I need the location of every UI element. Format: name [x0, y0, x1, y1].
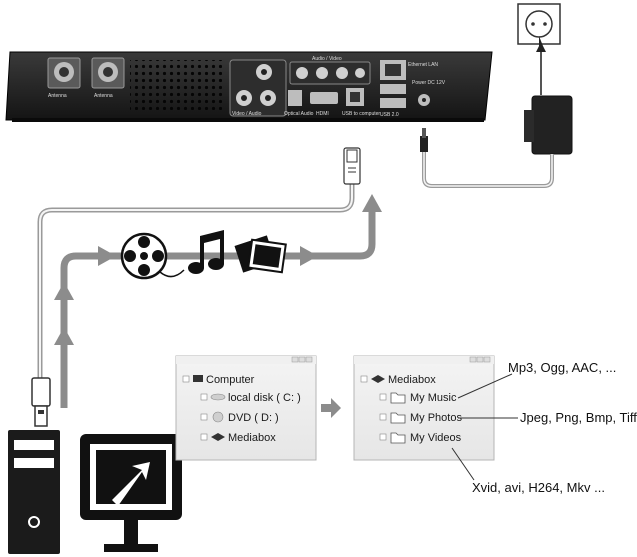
hdmi-label: HDMI: [316, 111, 329, 117]
expand-icon[interactable]: [200, 393, 208, 401]
vent-grid: [130, 60, 222, 110]
usb-plug-icon: [31, 377, 51, 427]
computer-icon: [193, 375, 203, 382]
folder-icon: [390, 392, 406, 404]
music-formats-annotation: Mp3, Ogg, AAC, ...: [508, 360, 616, 375]
tree-item-dvd[interactable]: DVD ( D: ): [228, 412, 279, 424]
mediabox-icon: [371, 375, 385, 383]
leader-music: [457, 373, 513, 399]
explorer-window-left: Computer local disk ( C: ) DVD ( D: ) Me…: [175, 355, 317, 461]
tree-item-my-photos[interactable]: My Photos: [410, 412, 462, 424]
tree-root-computer[interactable]: Computer: [206, 374, 255, 386]
video-audio-label: Video / Audio: [232, 111, 262, 117]
explorer-window-right: Mediabox My Music My Photos My Videos: [353, 355, 495, 461]
usb-cable: [37, 180, 355, 380]
antenna-1-label: Antenna: [48, 93, 67, 99]
media-player-device: Antenna Antenna Video / Audio Audio / Vi…: [5, 51, 493, 122]
usb-host-ports: USB 2.0: [380, 84, 406, 118]
ethernet-label: Ethernet LAN: [408, 62, 438, 68]
expand-icon[interactable]: [379, 393, 387, 401]
monitor-icon: [80, 434, 182, 552]
ethernet-port: Ethernet LAN: [380, 60, 438, 80]
usb-b-port: USB to computer: [342, 88, 380, 117]
power-port: Power DC 12V: [412, 80, 446, 106]
expand-icon[interactable]: [200, 413, 208, 421]
minimize-button[interactable]: [291, 356, 299, 363]
leader-videos: [451, 447, 475, 481]
expand-icon[interactable]: [200, 433, 208, 441]
tree-item-my-music[interactable]: My Music: [410, 392, 457, 404]
photos-icon: [234, 235, 287, 274]
maximize-button[interactable]: [476, 356, 484, 363]
power-label: Power DC 12V: [412, 80, 446, 86]
power-cable: [422, 150, 554, 188]
audio-video-label: Audio / Video: [312, 56, 342, 62]
expand-icon[interactable]: [360, 375, 368, 383]
tree-item-mediabox[interactable]: Mediabox: [228, 432, 276, 444]
rca-ports: Video / Audio: [229, 59, 287, 117]
usb-to-computer-label: USB to computer: [342, 111, 380, 117]
dvd-icon: [212, 411, 224, 423]
maximize-button[interactable]: [298, 356, 306, 363]
optical-port: Optical Audio: [284, 90, 314, 117]
mediabox-icon: [211, 433, 225, 441]
tree-item-local-disk[interactable]: local disk ( C: ): [228, 392, 301, 404]
usb-host-label: USB 2.0: [380, 112, 399, 118]
antenna-2-label: Antenna: [94, 93, 113, 99]
tree-root-mediabox[interactable]: Mediabox: [388, 374, 436, 386]
film-reel-icon: [120, 232, 185, 280]
video-formats-annotation: Xvid, avi, H264, Mkv ...: [472, 480, 605, 495]
antenna-port-2: Antenna: [91, 57, 125, 99]
data-flow-arrow: [54, 194, 382, 408]
folder-icon: [390, 412, 406, 424]
tree-item-my-videos[interactable]: My Videos: [410, 432, 462, 444]
minimize-button[interactable]: [469, 356, 477, 363]
antenna-port-1: Antenna: [47, 57, 81, 99]
expand-icon[interactable]: [379, 433, 387, 441]
disk-icon: [210, 393, 226, 401]
optical-label: Optical Audio: [284, 111, 314, 117]
expand-icon[interactable]: [379, 413, 387, 421]
photo-formats-annotation: Jpeg, Png, Bmp, Tiff ...: [520, 410, 637, 425]
av-ports: Audio / Video: [289, 56, 371, 85]
power-adapter-icon: [524, 95, 573, 155]
computer-tower-icon: [8, 430, 60, 554]
close-button[interactable]: [305, 356, 313, 363]
folder-icon: [390, 432, 406, 444]
close-button[interactable]: [483, 356, 491, 363]
hdmi-port: HDMI: [310, 92, 338, 117]
expand-icon[interactable]: [182, 375, 190, 383]
arrow-right-icon: [321, 398, 341, 418]
music-note-icon: [188, 230, 224, 274]
usb-b-plug-icon: [343, 147, 361, 185]
